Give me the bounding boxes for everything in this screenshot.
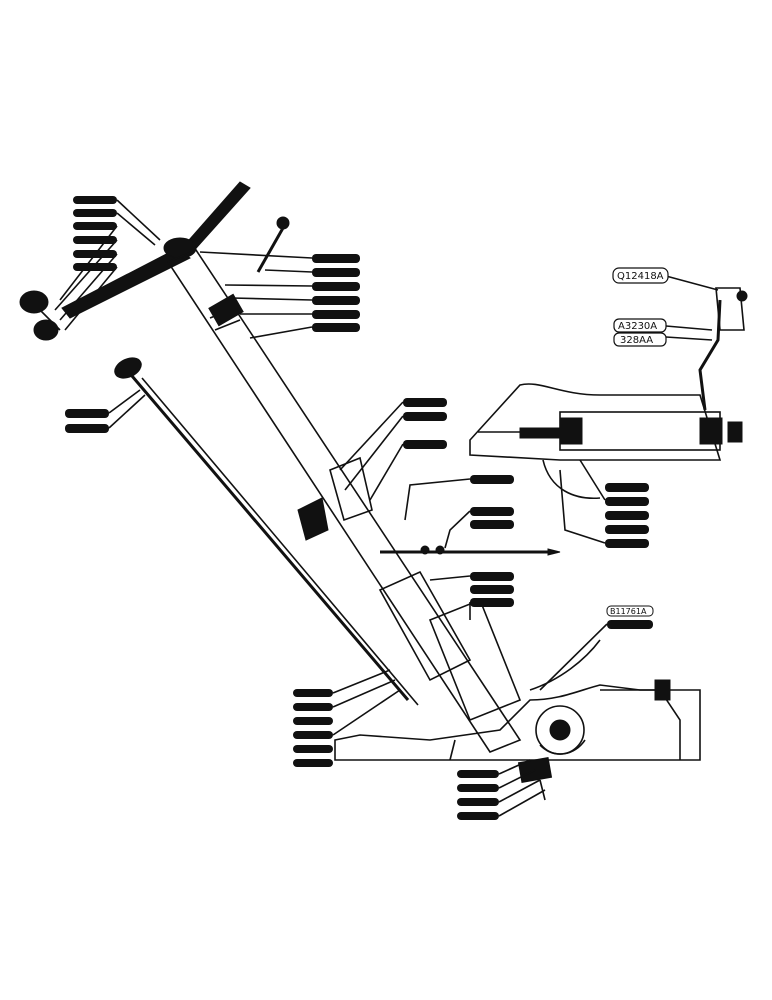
steering-column	[166, 249, 522, 753]
brake-lever	[114, 357, 419, 706]
cross-shaft-detail	[469, 287, 748, 500]
control-rod	[380, 545, 561, 556]
gear-housing	[334, 639, 701, 801]
r328aa-tag	[613, 332, 667, 347]
label-q12418a: Q12418A	[617, 271, 664, 282]
throttle-lever	[256, 216, 290, 273]
label-328aa: 328AA	[620, 335, 653, 346]
label-b11761a: B11761A	[610, 607, 647, 616]
label-a3230a: A3230A	[618, 321, 657, 332]
readable-labels: Q12418A A3230A 328AA B11761A	[606, 267, 669, 617]
leader-lines	[54, 199, 719, 817]
top-right-tag	[612, 267, 669, 284]
a3230a-tag	[613, 318, 667, 333]
b11761a-tag	[606, 605, 654, 617]
